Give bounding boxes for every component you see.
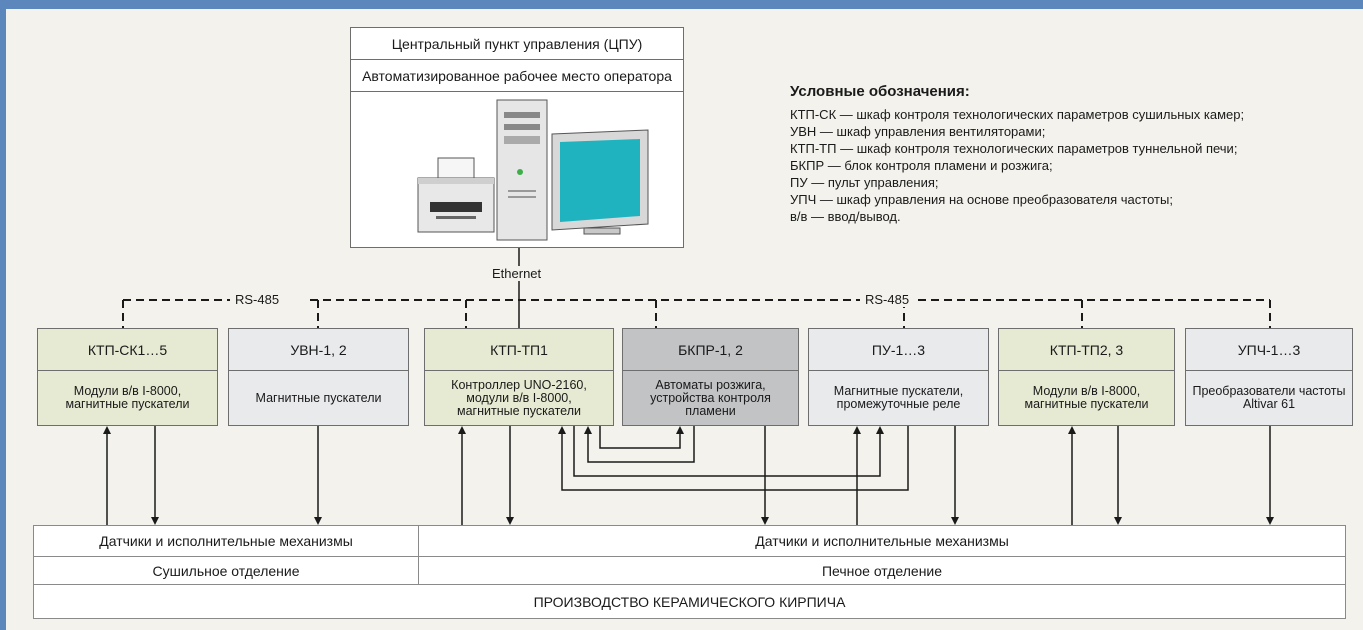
cpu-title-box: Центральный пункт управления (ЦПУ) [350, 27, 684, 60]
device-ktp-tp1-header: КТП-ТП1 [424, 328, 614, 371]
device-bkpr-desc-2: устройства контроля [650, 390, 771, 405]
legend: Условные обозначения: КТП-СК — шкаф конт… [790, 83, 1244, 225]
device-bkpr-desc-1: Автоматы розжига, [655, 377, 766, 392]
device-ktp-tp23-desc-2: магнитные пускатели [1024, 397, 1149, 411]
cpu-subtitle-box: Автоматизированное рабочее место операто… [350, 59, 684, 92]
printer-icon [417, 157, 495, 233]
frame-top-bar [0, 0, 1363, 9]
section-right-label: Печное отделение [821, 562, 943, 579]
device-upch-desc-1: Преобразователи частоты [1192, 384, 1346, 398]
section-right-cell: Печное отделение [418, 556, 1346, 585]
device-ktp-sk-desc-1: Модули в/в I-8000, [73, 384, 182, 398]
device-uvn-body: Магнитные пускатели [228, 370, 409, 426]
pc-tower-icon [496, 99, 548, 241]
device-bkpr-desc-3: пламени [685, 403, 736, 418]
device-uvn-desc-1: Магнитные пускатели [255, 390, 382, 405]
device-ktp-tp23-name: КТП-ТП2, 3 [1049, 341, 1124, 358]
legend-item: в/в — ввод/вывод. [790, 209, 901, 224]
sensors-right-label: Датчики и исполнительные механизмы [755, 533, 1009, 549]
production-label: ПРОИЗВОДСТВО КЕРАМИЧЕСКОГО КИРПИЧА [533, 593, 846, 610]
link-tp1-bkpr-1 [599, 426, 684, 449]
device-ktp-tp23-desc-1: Модули в/в I-8000, [1032, 384, 1141, 398]
device-ktp-tp1-name: КТП-ТП1 [490, 341, 548, 358]
legend-item: УВН — шкаф управления вентиляторами; [790, 124, 1046, 139]
section-left-label: Сушильное отделение [152, 562, 300, 579]
link-tp1-bkpr-2 [584, 426, 695, 463]
legend-item: КТП-ТП — шкаф контроля технологических п… [790, 141, 1238, 156]
device-bkpr-name: БКПР-1, 2 [678, 341, 743, 358]
sensors-left-label: Датчики и исполнительные механизмы [99, 533, 353, 549]
link-tp1-pu [573, 426, 884, 477]
legend-title: Условные обозначения: [790, 83, 970, 100]
rs485-bus [122, 299, 1271, 328]
cpu-title: Центральный пункт управления (ЦПУ) [391, 35, 643, 52]
device-pu-desc-2: промежуточные реле [836, 397, 961, 411]
device-ktp-tp23-header: КТП-ТП2, 3 [998, 328, 1175, 371]
rs485-label-right: RS-485 [862, 292, 913, 307]
device-bkpr-body: Автоматы розжига, устройства контроля пл… [622, 370, 799, 426]
legend-item: БКПР — блок контроля пламени и розжига; [790, 158, 1053, 173]
ethernet-label: Ethernet [490, 266, 544, 281]
device-ktp-sk-name: КТП-СК1…5 [87, 341, 168, 358]
sensors-left-cell: Датчики и исполнительные механизмы [33, 525, 419, 557]
sensors-left-cell: ПРОИЗВОДСТВО КЕРАМИЧЕСКОГО КИРПИЧА [33, 584, 1346, 619]
device-pu-desc-1: Магнитные пускатели, [833, 384, 964, 398]
device-upch-desc-2: Altivar 61 [1242, 397, 1296, 411]
device-upch-name: УПЧ-1…3 [1237, 341, 1301, 358]
frame-left-bar [0, 0, 6, 630]
rs485-label-left: RS-485 [232, 292, 283, 307]
monitor-icon [551, 129, 649, 235]
device-ktp-sk-body: Модули в/в I-8000, магнитные пускатели [37, 370, 218, 426]
device-ktp-tp1-desc-2: модули в/в I-8000, [466, 390, 572, 405]
device-ktp-sk-header: КТП-СК1…5 [37, 328, 218, 371]
device-ktp-tp1-desc-3: магнитные пускатели [457, 403, 581, 418]
device-pu-body: Магнитные пускатели, промежуточные реле [808, 370, 989, 426]
device-pu-header: ПУ-1…3 [808, 328, 989, 371]
device-ktp-tp23-body: Модули в/в I-8000, магнитные пускатели [998, 370, 1175, 426]
legend-item: ПУ — пульт управления; [790, 175, 939, 190]
device-ktp-tp1-desc-1: Контроллер UNO-2160, [451, 377, 587, 392]
device-ktp-tp1-body: Контроллер UNO-2160, модули в/в I-8000, … [424, 370, 614, 426]
cpu-subtitle: Автоматизированное рабочее место операто… [362, 67, 672, 84]
legend-item: КТП-СК — шкаф контроля технологических п… [790, 107, 1245, 122]
sensors-right-cell: Датчики и исполнительные механизмы [418, 525, 1346, 557]
device-uvn-header: УВН-1, 2 [228, 328, 409, 371]
device-pu-name: ПУ-1…3 [871, 341, 926, 358]
legend-item: УПЧ — шкаф управления на основе преобраз… [790, 192, 1173, 207]
device-ktp-sk-desc-2: магнитные пускатели [65, 397, 190, 411]
device-uvn-name: УВН-1, 2 [290, 341, 347, 358]
link-pu-tp1 [558, 426, 909, 491]
device-upch-body: Преобразователи частоты Altivar 61 [1185, 370, 1353, 426]
